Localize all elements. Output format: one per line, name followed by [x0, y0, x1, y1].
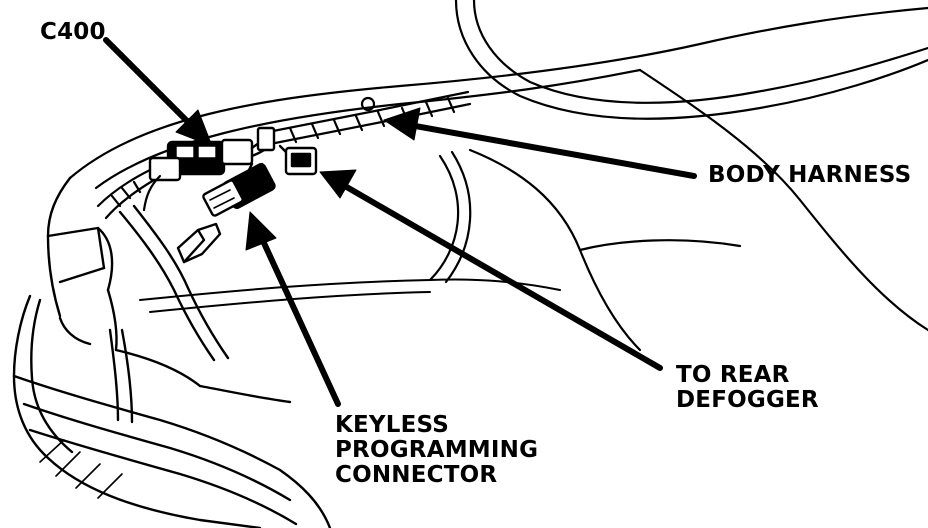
body-harness-label: BODY HARNESS	[708, 163, 911, 188]
trunk-lid-arc	[454, 0, 928, 120]
trunk-floor-line	[139, 278, 561, 313]
arrow-body-harness	[383, 107, 697, 179]
c400-label: C400	[40, 20, 106, 45]
rear-bumper	[12, 294, 332, 528]
c400-label-text: C400	[40, 19, 106, 45]
harness-lead	[96, 168, 162, 220]
arrow-keyless-connector	[245, 211, 341, 407]
bumper-shading	[39, 439, 123, 499]
c400-connector	[148, 126, 276, 182]
keyless-connector-label-line1: KEYLESS	[335, 412, 450, 438]
rear-defogger-label: TO REAR DEFOGGER	[676, 363, 819, 413]
defogger-connector	[278, 144, 318, 176]
keyless-connector	[176, 162, 276, 264]
taillamp-body	[46, 176, 230, 388]
trunk-side-wall	[428, 68, 928, 352]
rear-defogger-label-line2: DEFOGGER	[676, 387, 819, 413]
body-harness-label-text: BODY HARNESS	[708, 162, 912, 188]
arrow-c400	[103, 37, 213, 147]
rear-defogger-label-line1: TO REAR	[676, 362, 790, 388]
keyless-connector-label-line2: PROGRAMMING	[335, 437, 539, 463]
keyless-connector-label: KEYLESS PROGRAMMING CONNECTOR	[335, 413, 538, 488]
arrow-rear-defogger	[319, 169, 663, 371]
body-harness-wire	[266, 90, 472, 146]
keyless-connector-label-line3: CONNECTOR	[335, 462, 498, 488]
